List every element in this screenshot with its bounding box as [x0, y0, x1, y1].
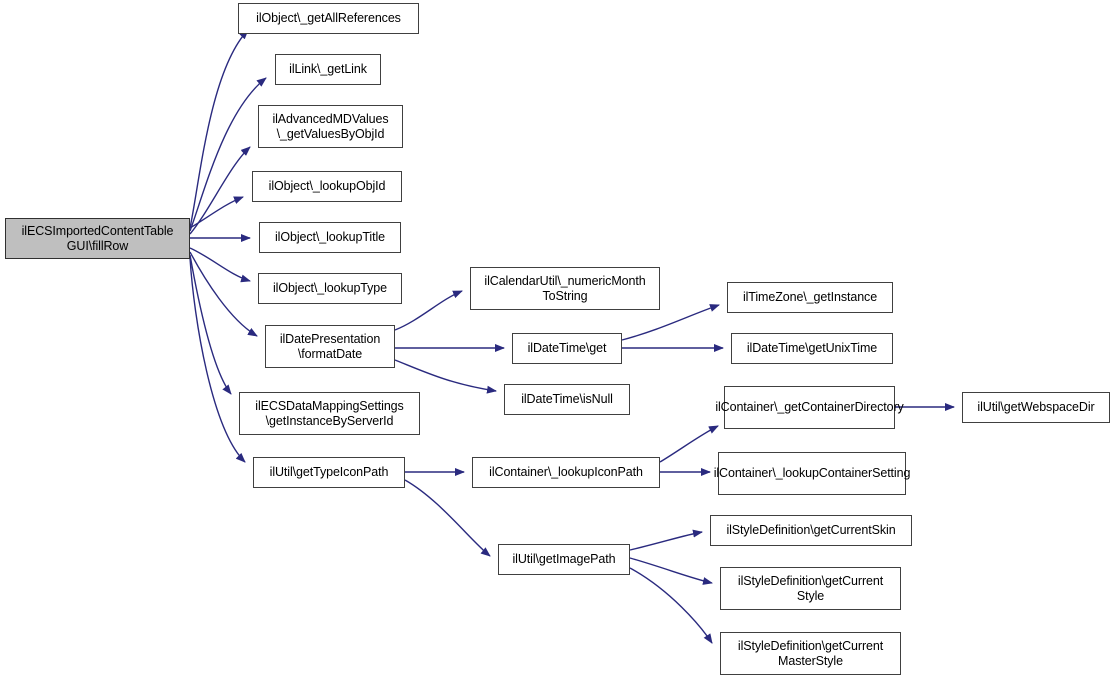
- function-node-lookupContainerSetting[interactable]: ilContainer\_lookupContainerSetting: [714, 452, 910, 495]
- function-node-getCurrentSkin[interactable]: ilStyleDefinition\getCurrentSkin: [710, 515, 912, 546]
- function-node-getValuesByObjId[interactable]: ilAdvancedMDValues \_getValuesByObjId: [258, 105, 403, 148]
- call-edge: [189, 77, 267, 232]
- call-edge: [629, 557, 713, 585]
- function-node-getInstanceTZ[interactable]: ilTimeZone\_getInstance: [727, 282, 893, 313]
- call-edge: [189, 247, 251, 283]
- call-edge: [404, 479, 491, 557]
- function-node-getWebspaceDir[interactable]: ilUtil\getWebspaceDir: [962, 392, 1110, 423]
- function-node-getContainerDirectory[interactable]: ilContainer\_getContainerDirectory: [715, 386, 904, 429]
- function-node-getAllReferences[interactable]: ilObject\_getAllReferences: [238, 3, 419, 34]
- call-edge: [189, 196, 244, 229]
- function-node-getCurrentMasterStyle[interactable]: ilStyleDefinition\getCurrent MasterStyle: [720, 632, 901, 675]
- call-edge: [394, 290, 463, 331]
- function-node-formatDate[interactable]: ilDatePresentation \formatDate: [265, 325, 395, 368]
- call-edge: [189, 257, 246, 463]
- function-node-getLink[interactable]: ilLink\_getLink: [275, 54, 381, 85]
- function-node-lookupTitle[interactable]: ilObject\_lookupTitle: [259, 222, 401, 253]
- function-node-getCurrentStyle[interactable]: ilStyleDefinition\getCurrent Style: [720, 567, 901, 610]
- call-edge: [189, 254, 232, 395]
- call-edge: [629, 567, 713, 644]
- function-node-getTypeIconPath[interactable]: ilUtil\getTypeIconPath: [253, 457, 405, 488]
- function-node-lookupObjId[interactable]: ilObject\_lookupObjId: [252, 171, 402, 202]
- function-node-getImagePath[interactable]: ilUtil\getImagePath: [498, 544, 630, 575]
- root-node-root[interactable]: ilECSImportedContentTable GUI\fillRow: [5, 218, 190, 259]
- function-node-numericMonthToString[interactable]: ilCalendarUtil\_numericMonth ToString: [470, 267, 660, 310]
- call-edge: [659, 425, 719, 463]
- function-node-lookupType[interactable]: ilObject\_lookupType: [258, 273, 402, 304]
- function-node-isNull[interactable]: ilDateTime\isNull: [504, 384, 630, 415]
- call-edge: [189, 146, 251, 235]
- call-edge: [394, 359, 497, 394]
- function-node-lookupIconPath[interactable]: ilContainer\_lookupIconPath: [472, 457, 660, 488]
- call-edge: [629, 529, 703, 551]
- function-node-dateTimeGet[interactable]: ilDateTime\get: [512, 333, 622, 364]
- function-node-getUnixTime[interactable]: ilDateTime\getUnixTime: [731, 333, 893, 364]
- function-node-getInstanceByServerId[interactable]: ilECSDataMappingSettings \getInstanceByS…: [239, 392, 420, 435]
- call-edge: [189, 29, 249, 229]
- call-edge: [621, 304, 720, 341]
- call-edge: [189, 251, 258, 337]
